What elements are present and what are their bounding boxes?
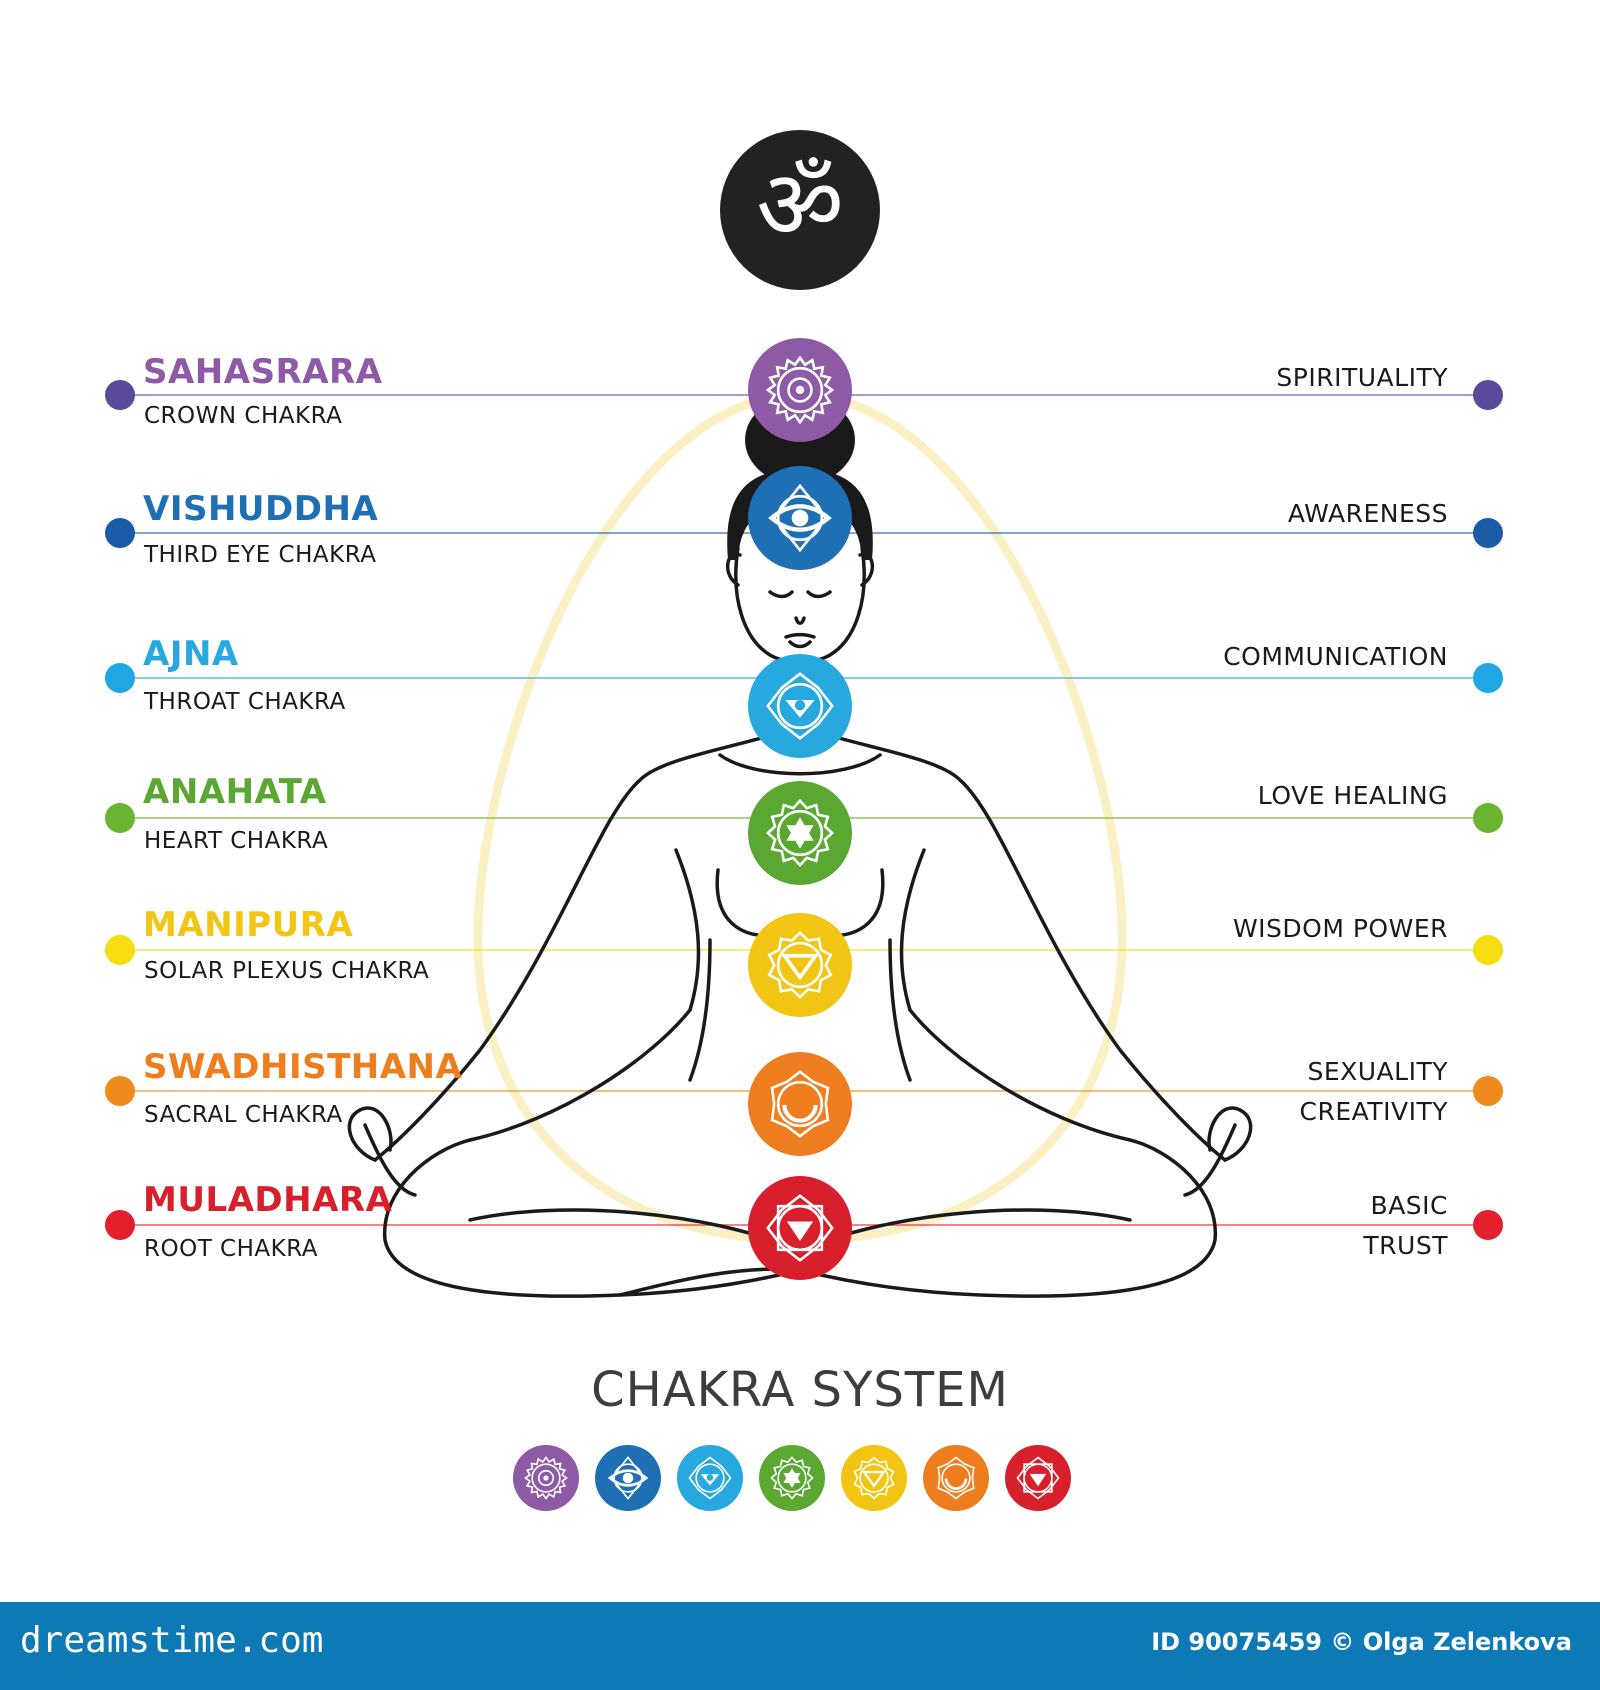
chakra-subtitle-ajna: THROAT CHAKRA: [144, 689, 346, 715]
chakra-name-anahata: ANAHATA: [143, 772, 327, 812]
chakra-name-vishuddha: VISHUDDHA: [143, 489, 379, 529]
chakra-subtitle-sahasrara: CROWN CHAKRA: [144, 403, 343, 429]
chakra-name-ajna: AJNA: [143, 634, 239, 674]
quality-line: BASIC: [1370, 1191, 1448, 1220]
chakra-quality-muladhara: BASIC TRUST: [1363, 1186, 1448, 1266]
quality-line: AWARENESS: [1287, 499, 1448, 528]
body-icon-muladhara: [748, 1176, 852, 1280]
chakra-name-sahasrara: SAHASRARA: [143, 352, 383, 392]
quality-line: COMMUNICATION: [1223, 642, 1448, 671]
chakra-quality-sahasrara: SPIRITUALITY: [1276, 358, 1448, 398]
om-symbol-badge: [720, 130, 880, 290]
quality-line: SPIRITUALITY: [1276, 363, 1448, 392]
row-icon-sahasrara: [513, 1445, 579, 1511]
chakra-icon-row: [513, 1445, 1071, 1511]
row-icon-ajna: [677, 1445, 743, 1511]
body-icon-manipura: [748, 913, 852, 1017]
row-icon-vishuddha: [595, 1445, 661, 1511]
footer-bar: dreamstime.com ID 90075459 © Olga Zelenk…: [0, 1602, 1600, 1690]
row-icon-anahata: [759, 1445, 825, 1511]
body-icon-ajna: [748, 654, 852, 758]
diagram-title: CHAKRA SYSTEM: [591, 1362, 1009, 1418]
om-symbol-text: ॐ: [756, 149, 844, 261]
chakra-subtitle-anahata: HEART CHAKRA: [144, 828, 329, 854]
chakra-quality-anahata: LOVE HEALING: [1258, 776, 1448, 816]
chakra-name-muladhara: MULADHARA: [143, 1180, 393, 1220]
quality-line: CREATIVITY: [1299, 1097, 1448, 1126]
chakra-name-manipura: MANIPURA: [143, 905, 354, 945]
chakra-subtitle-swadhisthana: SACRAL CHAKRA: [144, 1102, 343, 1128]
body-icon-vishuddha: [748, 466, 852, 570]
chakra-artwork: [105, 130, 1503, 1511]
quality-line: SEXUALITY: [1307, 1057, 1448, 1086]
chakra-subtitle-manipura: SOLAR PLEXUS CHAKRA: [144, 958, 430, 984]
chakra-quality-swadhisthana: SEXUALITY CREATIVITY: [1300, 1052, 1448, 1132]
footer-credit: ID 90075459 © Olga Zelenkova: [1151, 1628, 1572, 1656]
row-icon-manipura: [841, 1445, 907, 1511]
chakra-quality-manipura: WISDOM POWER: [1233, 909, 1448, 949]
chakra-quality-ajna: COMMUNICATION: [1223, 637, 1448, 677]
chakra-subtitle-vishuddha: THIRD EYE CHAKRA: [144, 542, 377, 568]
chakra-quality-vishuddha: AWARENESS: [1288, 494, 1448, 534]
quality-line: TRUST: [1363, 1231, 1448, 1260]
body-chakra-icons: [748, 338, 852, 1280]
quality-line: WISDOM POWER: [1232, 914, 1448, 943]
body-icon-sahasrara: [748, 338, 852, 442]
row-icon-muladhara: [1005, 1445, 1071, 1511]
chakra-name-swadhisthana: SWADHISTHANA: [143, 1047, 463, 1087]
chakra-subtitle-muladhara: ROOT CHAKRA: [144, 1236, 319, 1262]
body-icon-anahata: [748, 781, 852, 885]
body-icon-swadhisthana: [748, 1052, 852, 1156]
row-icon-swadhisthana: [923, 1445, 989, 1511]
footer-site: dreamstime.com: [20, 1620, 324, 1661]
quality-line: LOVE HEALING: [1257, 781, 1448, 810]
